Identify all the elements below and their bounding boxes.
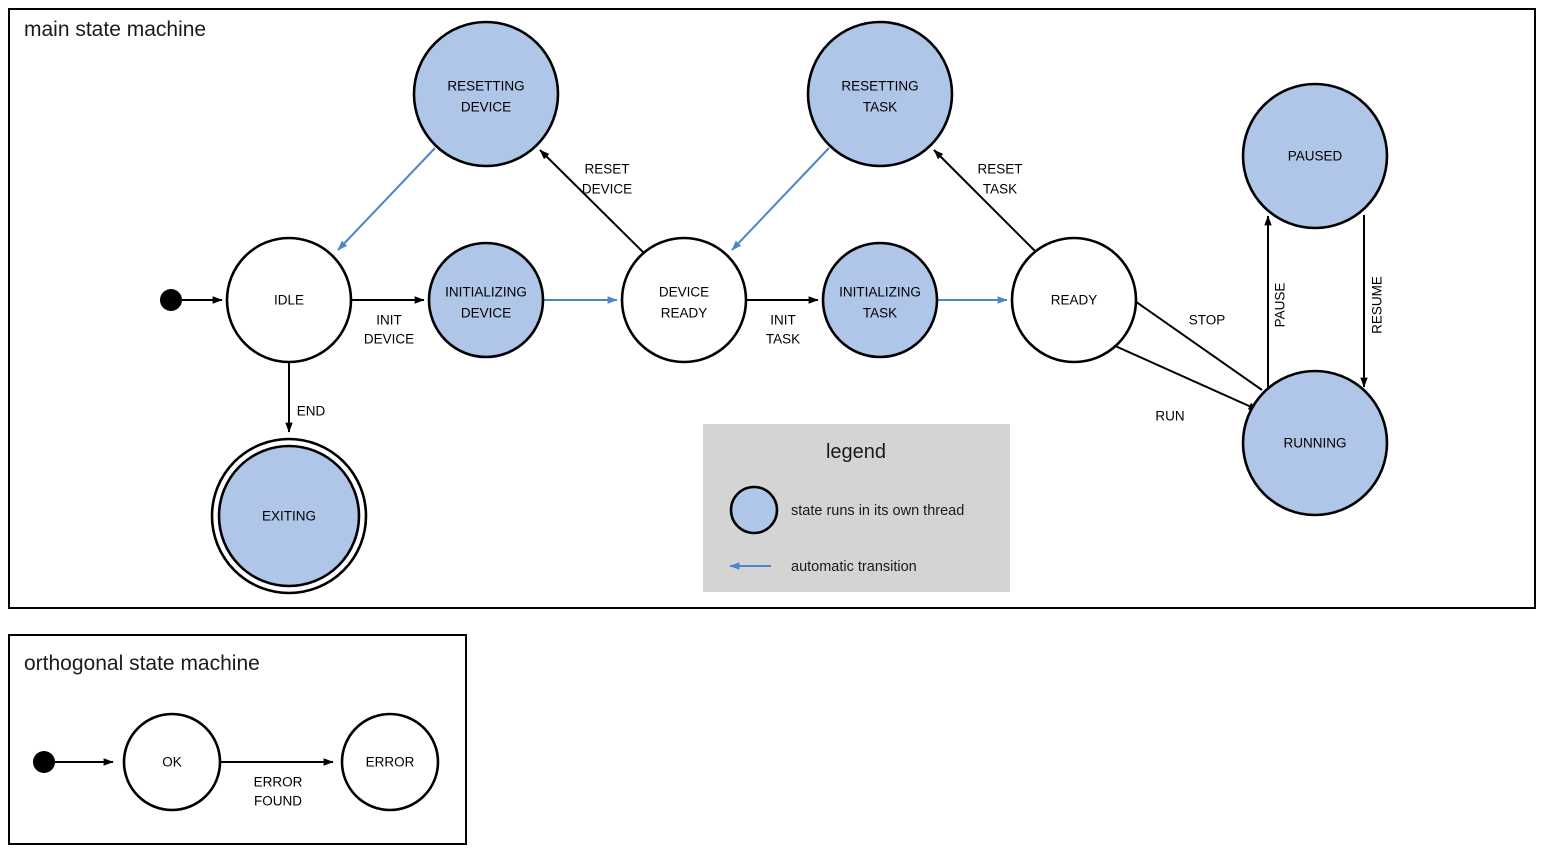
edge-label-init-device-line2: DEVICE: [364, 332, 414, 347]
state-resetting-task[interactable]: RESETTING TASK: [806, 20, 954, 168]
orthogonal-initial-state-dot: [33, 751, 55, 773]
state-exiting-label: EXITING: [262, 509, 316, 524]
edge-label-error-found-line2: FOUND: [254, 794, 302, 809]
edge-label-pause: PAUSE: [1273, 283, 1288, 328]
initial-state-dot: [160, 289, 182, 311]
edge-resetting-task-to-device-ready: [731, 147, 830, 251]
state-paused-label: PAUSED: [1288, 149, 1343, 164]
state-device-ready[interactable]: DEVICE READY: [620, 236, 748, 364]
state-initializing-task-label-line1: INITIALIZING: [839, 285, 921, 300]
state-initializing-task[interactable]: INITIALIZING TASK: [821, 241, 939, 359]
state-ready[interactable]: READY: [1010, 236, 1138, 364]
edge-label-stop: STOP: [1189, 313, 1226, 328]
state-error-label: ERROR: [366, 755, 415, 770]
edge-label-reset-task-line2: TASK: [983, 182, 1017, 197]
state-idle-label: IDLE: [274, 293, 304, 308]
orthogonal-panel-title: orthogonal state machine: [24, 652, 260, 675]
edge-ready-to-running: [1112, 344, 1259, 411]
state-initializing-device[interactable]: INITIALIZING DEVICE: [427, 241, 545, 359]
state-exiting-outer-ring: [210, 437, 368, 595]
state-device-ready-label-line2: READY: [661, 306, 708, 321]
edge-label-run: RUN: [1155, 409, 1184, 424]
edge-label-init-device-line1: INIT: [376, 313, 402, 328]
state-ok[interactable]: OK: [122, 712, 222, 812]
legend: legend state runs in its own thread auto…: [703, 424, 1010, 592]
edge-label-error-found-line1: ERROR: [254, 775, 303, 790]
state-resetting-task-label-line1: RESETTING: [841, 79, 918, 94]
legend-thread-label: state runs in its own thread: [791, 503, 964, 519]
edge-label-resume: RESUME: [1370, 276, 1385, 334]
edge-label-reset-device-line2: DEVICE: [582, 182, 632, 197]
edge-label-reset-device-line1: RESET: [584, 162, 629, 177]
edge-label-init-task-line1: INIT: [770, 313, 796, 328]
state-ready-label: READY: [1051, 293, 1098, 308]
state-running-label: RUNNING: [1284, 436, 1347, 451]
state-resetting-task-label-line2: TASK: [863, 100, 897, 115]
state-exiting[interactable]: EXITING: [210, 437, 368, 595]
edge-device-ready-to-resetting-device: [539, 149, 648, 257]
state-error[interactable]: ERROR: [340, 712, 440, 812]
edge-ready-to-resetting-task: [933, 149, 1041, 257]
state-resetting-device-label-line1: RESETTING: [447, 79, 524, 94]
edge-running-to-ready: [1121, 291, 1263, 391]
state-resetting-device-label-line2: DEVICE: [461, 100, 511, 115]
legend-title: legend: [826, 441, 886, 463]
state-initializing-device-label-line1: INITIALIZING: [445, 285, 527, 300]
state-initializing-device-label-line2: DEVICE: [461, 306, 511, 321]
state-initializing-task-label-line2: TASK: [863, 306, 897, 321]
state-paused[interactable]: PAUSED: [1241, 82, 1389, 230]
edge-label-end: END: [297, 404, 326, 419]
edge-label-init-task-line2: TASK: [766, 332, 800, 347]
edge-resetting-device-to-idle: [337, 147, 436, 251]
edge-label-reset-task-line1: RESET: [977, 162, 1022, 177]
state-device-ready-label-line1: DEVICE: [659, 285, 709, 300]
state-idle[interactable]: IDLE: [225, 236, 353, 364]
state-resetting-device[interactable]: RESETTING DEVICE: [412, 20, 560, 168]
state-ok-label: OK: [162, 755, 182, 770]
legend-thread-swatch: [729, 485, 779, 535]
state-running[interactable]: RUNNING: [1241, 369, 1389, 517]
main-panel-title: main state machine: [24, 18, 206, 41]
legend-auto-label: automatic transition: [791, 559, 917, 575]
